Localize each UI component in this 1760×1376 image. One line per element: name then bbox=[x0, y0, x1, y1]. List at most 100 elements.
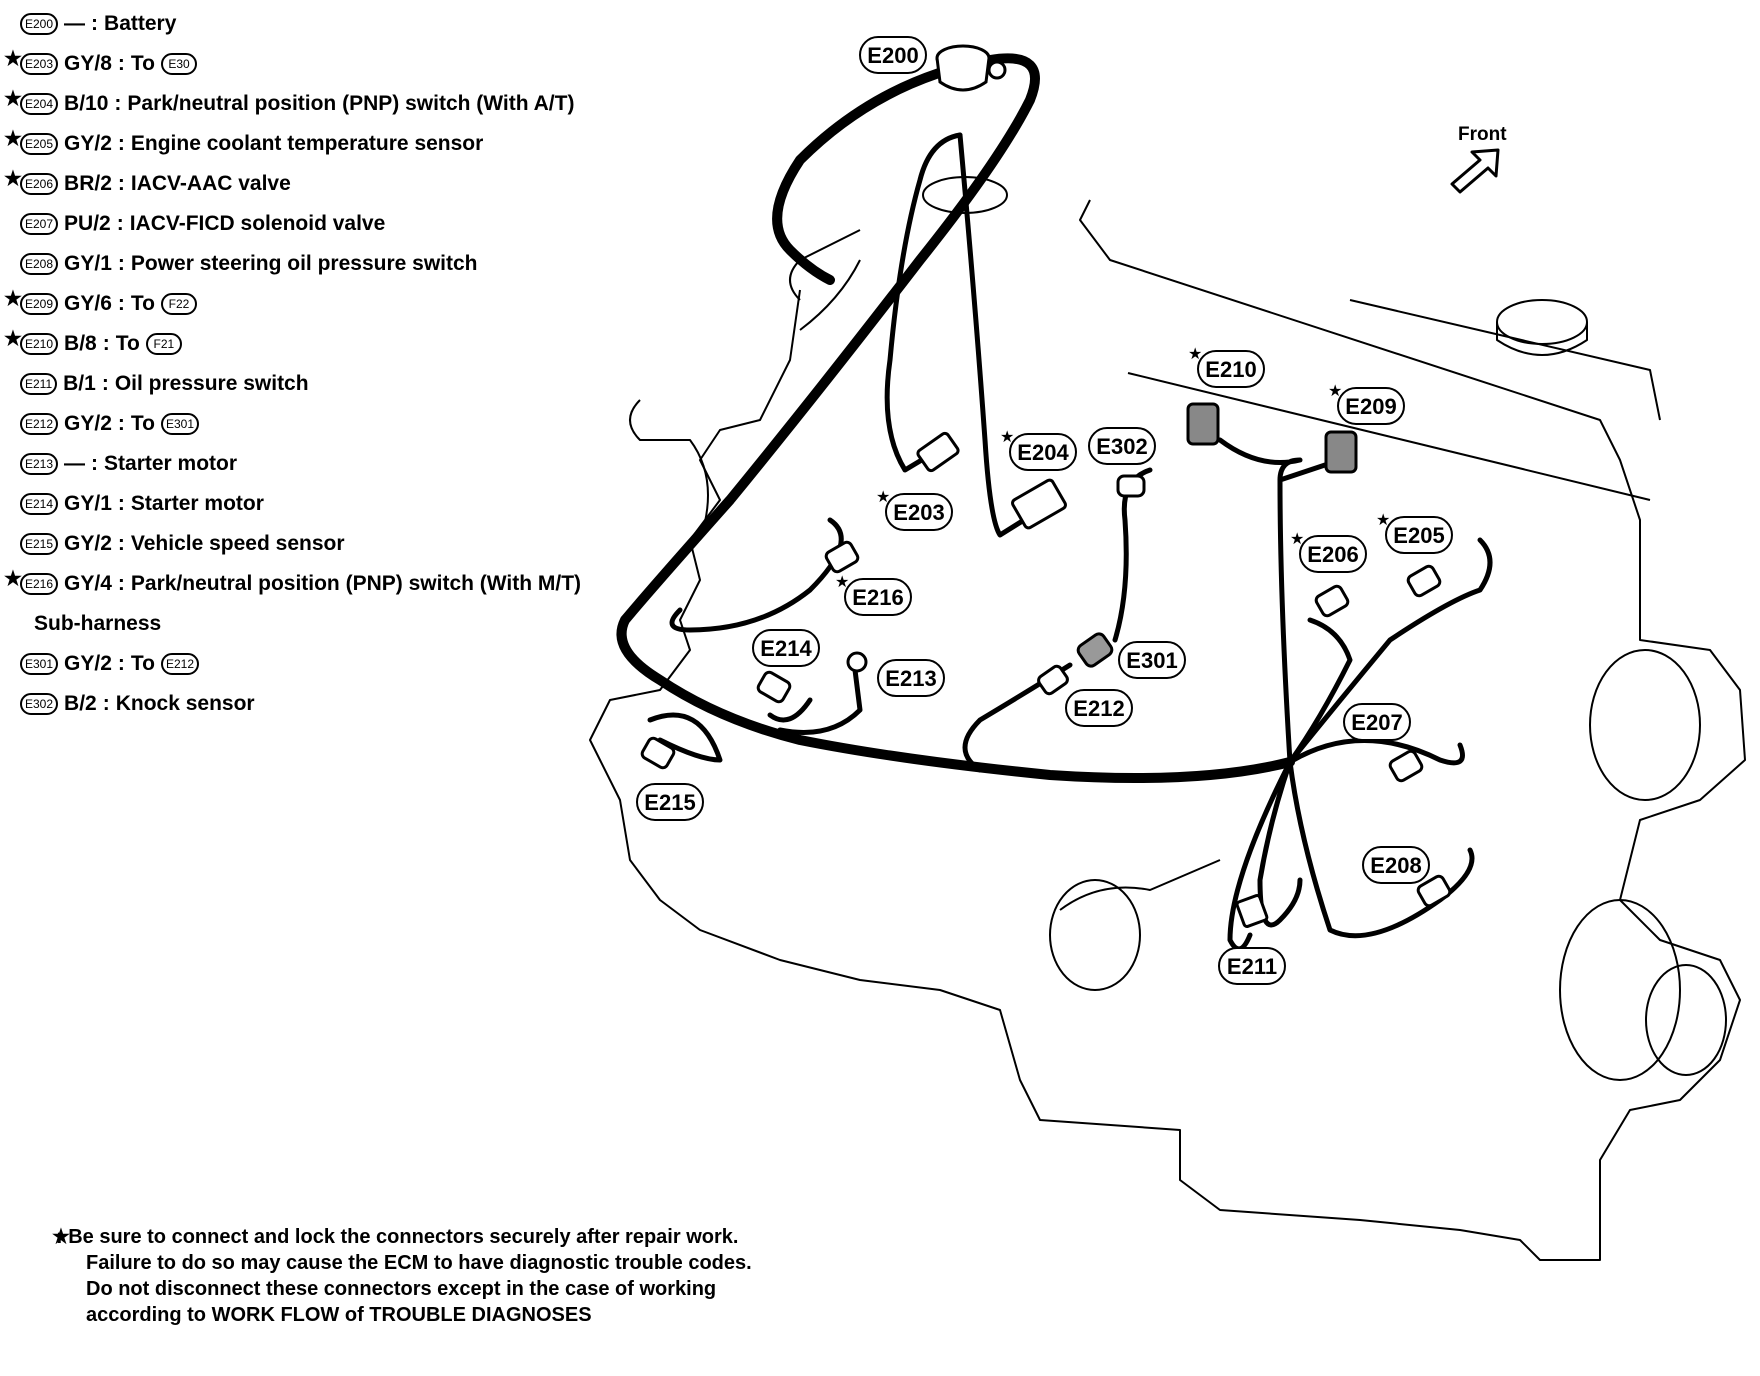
connector-badge: E205 bbox=[20, 133, 59, 155]
connector-bodies bbox=[640, 44, 1452, 928]
main-harness bbox=[616, 53, 1295, 784]
separator: : bbox=[114, 92, 122, 115]
connector-e213-icon bbox=[846, 651, 868, 673]
wire-code: GY/4 bbox=[64, 572, 112, 595]
diagram-label-e215: E215 bbox=[636, 783, 704, 821]
connector-badge: E213 bbox=[20, 453, 59, 475]
legend-row-e213: E213—:Starter motor bbox=[4, 444, 604, 484]
connector-id-text: E209 bbox=[1345, 394, 1396, 419]
connector-e216-icon bbox=[824, 540, 860, 574]
connector-id-text: E205 bbox=[1393, 523, 1444, 548]
wire-code: — bbox=[64, 12, 86, 35]
connector-e212-icon bbox=[1037, 664, 1069, 696]
connector-e210-icon bbox=[1186, 402, 1220, 446]
separator: : bbox=[117, 412, 125, 435]
connector-id-text: E211 bbox=[1227, 954, 1277, 979]
target-connector-badge: E30 bbox=[161, 53, 197, 75]
diagram-label-e210: E210★ bbox=[1188, 344, 1265, 388]
diagram-label-e206: E206★ bbox=[1290, 529, 1367, 573]
separator: : bbox=[117, 532, 125, 555]
connector-badge: E206 bbox=[20, 173, 59, 195]
connector-badge: E203 bbox=[20, 53, 59, 75]
front-label: Front bbox=[1458, 124, 1507, 145]
separator: : bbox=[117, 572, 125, 595]
diagram-star-icon: ★ bbox=[1290, 529, 1304, 548]
legend-star-icon: ★ bbox=[4, 47, 22, 70]
diagram-label-e211: E211 bbox=[1218, 947, 1286, 985]
diagram-label-e302: E302 bbox=[1088, 427, 1156, 465]
note-star-icon: ★ bbox=[52, 1226, 70, 1248]
connector-description: Battery bbox=[104, 12, 177, 35]
wire-code: — bbox=[64, 452, 86, 475]
connector-description: Vehicle speed sensor bbox=[130, 532, 345, 555]
connector-description: To bbox=[115, 332, 140, 355]
diagram-label-e212: E212 bbox=[1065, 689, 1133, 727]
connector-badge: E209 bbox=[20, 293, 59, 315]
connector-badge: E200 bbox=[20, 13, 59, 35]
target-connector-badge: E212 bbox=[161, 653, 200, 675]
diagram-star-icon: ★ bbox=[835, 572, 849, 591]
legend-star-icon: ★ bbox=[4, 127, 22, 150]
note-line-1: : Be sure to connect and lock the connec… bbox=[56, 1226, 752, 1274]
connector-e302-icon bbox=[1116, 474, 1146, 498]
diagram-star-icon: ★ bbox=[876, 487, 890, 506]
diagram-label-e209: E209★ bbox=[1328, 381, 1405, 425]
legend-star-icon: ★ bbox=[4, 567, 22, 590]
diagram-star-icon: ★ bbox=[1000, 427, 1014, 446]
diagram-label-e205: E205★ bbox=[1376, 510, 1453, 554]
diagram-label-e204: E204★ bbox=[1000, 427, 1077, 471]
wire-code: GY/2 bbox=[64, 532, 112, 555]
connector-badge: E216 bbox=[20, 573, 59, 595]
connector-description: Engine coolant temperature sensor bbox=[130, 132, 484, 155]
connector-e208-icon bbox=[1416, 874, 1452, 908]
separator: : bbox=[102, 332, 110, 355]
connector-id-text: E208 bbox=[1370, 853, 1421, 878]
connector-description: IACV-AAC valve bbox=[130, 172, 291, 195]
diagram-label-e207: E207 bbox=[1343, 703, 1411, 741]
connector-e205-icon bbox=[1406, 564, 1442, 598]
connector-e301-icon bbox=[1076, 632, 1114, 668]
connector-e204-icon bbox=[1011, 478, 1067, 530]
connector-e203-icon bbox=[916, 431, 960, 473]
connector-id-text: E214 bbox=[760, 636, 812, 661]
sub-harness-title: Sub-harness bbox=[34, 612, 162, 635]
wire-code: GY/6 bbox=[64, 292, 112, 315]
separator: : bbox=[117, 132, 125, 155]
connector-id-text: E213 bbox=[885, 666, 936, 691]
connector-id-text: E204 bbox=[1017, 440, 1069, 465]
wire-code: GY/8 bbox=[64, 52, 112, 75]
connector-badge: E204 bbox=[20, 93, 59, 115]
wire-code: B/10 bbox=[64, 92, 109, 115]
connector-id-text: E215 bbox=[644, 790, 695, 815]
connector-id-text: E216 bbox=[852, 585, 903, 610]
connector-description: Starter motor bbox=[130, 492, 264, 515]
separator: : bbox=[116, 212, 124, 235]
connector-id-text: E203 bbox=[893, 500, 944, 525]
connector-badge: E301 bbox=[20, 653, 59, 675]
connector-id-text: E302 bbox=[1096, 434, 1147, 459]
separator: : bbox=[117, 492, 125, 515]
legend-star-icon: ★ bbox=[4, 327, 22, 350]
connector-description: To bbox=[130, 412, 155, 435]
separator: : bbox=[117, 52, 125, 75]
connector-description: Power steering oil pressure switch bbox=[130, 252, 478, 275]
wire-code: B/2 bbox=[64, 692, 97, 715]
diagram-star-icon: ★ bbox=[1188, 344, 1202, 363]
diagram-label-e301: E301 bbox=[1118, 641, 1186, 679]
connector-description: Park/neutral position (PNP) switch (With… bbox=[130, 572, 582, 595]
separator: : bbox=[91, 452, 99, 475]
notes: ★ : Be sure to connect and lock the conn… bbox=[52, 1224, 796, 1328]
diagram-label-e216: E216★ bbox=[835, 572, 912, 616]
wire-code: BR/2 bbox=[64, 172, 112, 195]
diagram-star-icon: ★ bbox=[1328, 381, 1342, 400]
